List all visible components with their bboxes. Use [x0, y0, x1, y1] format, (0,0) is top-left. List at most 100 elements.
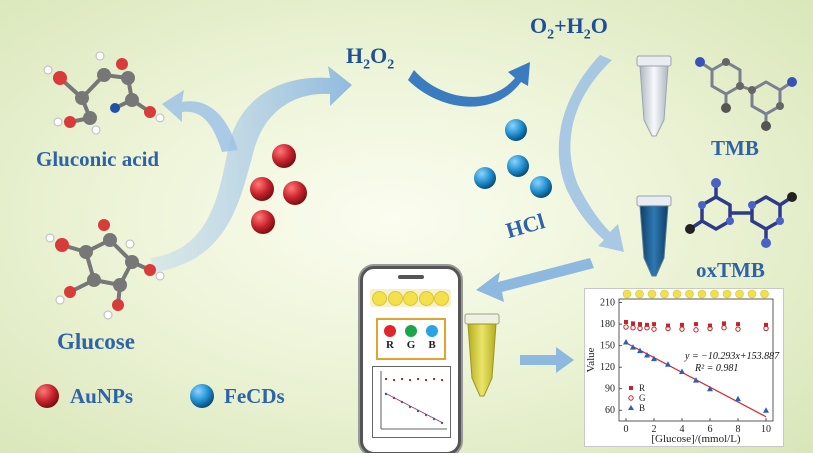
legend-label: G [639, 393, 646, 403]
rgb-label-r: R [386, 339, 394, 351]
phone-color-strip [370, 289, 451, 307]
glucose-label: Glucose [57, 329, 135, 354]
data-point-b [651, 355, 657, 362]
chart-color-spot [722, 289, 732, 299]
fit-equation: y = −10.293x+153.887 [684, 351, 780, 362]
data-point-g [644, 325, 650, 331]
chart-color-spot [672, 289, 682, 299]
legend-marker-r [629, 386, 633, 390]
x-tick-label: 4 [680, 424, 685, 435]
chart-color-spot [747, 289, 757, 299]
data-point-g [665, 325, 671, 332]
x-tick-label: 0 [624, 424, 629, 435]
chart-color-spot [660, 289, 669, 299]
oxtmb-tube [636, 195, 672, 277]
legend-fecd-icon [190, 384, 214, 408]
x-tick-label: 8 [736, 424, 741, 435]
y-tick-label: 90 [605, 384, 615, 395]
chart-color-spot [622, 289, 632, 299]
data-point-b [665, 361, 671, 367]
gluconic-acid-molecule [43, 51, 165, 135]
legend-aunp-icon [35, 384, 59, 408]
chart-color-spot [710, 289, 719, 299]
chart-color-spot [760, 289, 769, 299]
aunp-particle [283, 181, 307, 205]
fit-r-squared: R² = 0.981 [694, 363, 738, 374]
legend-label: B [639, 403, 645, 413]
x-axis-label: [Glucose]/(mmol/L) [651, 433, 741, 445]
data-point-b [763, 407, 769, 413]
yellow-spot [434, 290, 449, 306]
data-point-g [637, 325, 643, 332]
x-tick-label: 10 [761, 424, 771, 435]
data-point-r [694, 322, 698, 327]
data-point-r [666, 323, 670, 328]
data-point-b [707, 385, 713, 392]
data-point-b [637, 347, 643, 354]
fecd-particle [474, 167, 496, 189]
yellow-tube [464, 313, 500, 397]
phone-mini-plot [372, 366, 451, 438]
data-point-r [645, 322, 649, 327]
data-point-r [638, 322, 642, 327]
legend-marker-b [628, 405, 634, 410]
data-point-g [707, 325, 713, 332]
data-point-r [652, 322, 656, 327]
y-tick-label: 120 [600, 362, 615, 373]
data-point-g [679, 326, 685, 332]
yellow-spot [387, 290, 403, 306]
data-point-r [708, 323, 712, 328]
data-point-b [623, 339, 629, 345]
data-point-g [651, 326, 657, 332]
arrow-glucose-to-h2o2 [150, 66, 352, 272]
data-point-g [630, 325, 636, 331]
red-dot [384, 325, 396, 337]
rgb-panel: R G B [376, 318, 446, 360]
arrow-h2o2-to-o2 [408, 62, 530, 107]
data-point-r [631, 321, 635, 326]
arrow-tmb-to-oxtmb [558, 55, 624, 252]
calibration-chart: 60 90 120 150 180 210 0 2 4 6 8 10 [Glucose]/(mmol/L… [584, 288, 784, 447]
chart-color-spot [647, 289, 657, 299]
legend-fecds-label: FeCDs [224, 384, 285, 408]
fecd-particle [505, 119, 527, 141]
data-point-b [630, 344, 636, 350]
chart-color-spot [635, 289, 644, 299]
y-tick-label: 150 [600, 341, 615, 352]
oxtmb-label: oxTMB [696, 258, 765, 282]
legend-label: R [639, 383, 645, 393]
yellow-spot [418, 290, 434, 306]
data-point-g [623, 324, 629, 330]
y-axis-label: Value [585, 347, 597, 372]
legend-marker-g [628, 395, 634, 401]
y-tick-label: 210 [600, 298, 615, 309]
aunp-particle [272, 144, 296, 168]
gluconic-acid-label: Gluconic acid [36, 147, 160, 171]
data-point-g [735, 326, 741, 332]
y-tick-label: 180 [600, 319, 615, 330]
data-point-b [735, 395, 741, 402]
data-point-g [721, 325, 727, 331]
y-tick-label: 60 [605, 405, 615, 416]
arrow-tube-to-chart [520, 347, 574, 373]
chart-svg: 60 90 120 150 180 210 0 2 4 6 8 10 [Glucose]/(mmol/L… [585, 289, 780, 445]
data-point-r [764, 322, 768, 327]
phone-speaker [398, 275, 424, 279]
fecd-particle [530, 176, 552, 198]
tmb-tube [636, 55, 672, 137]
x-tick-label: 6 [708, 424, 713, 435]
o2-h2o-label: O2+H2O [530, 13, 608, 43]
x-tick-label: 2 [652, 424, 657, 435]
chart-color-spot [697, 289, 707, 299]
legend-aunps-label: AuNPs [70, 384, 134, 408]
smartphone: R G B [360, 266, 461, 453]
tmb-label: TMB [711, 136, 759, 160]
rgb-label-g: G [406, 339, 416, 351]
data-point-g [763, 325, 769, 332]
data-point-r [722, 321, 726, 326]
h2o2-label: H2O2 [346, 43, 395, 73]
chart-color-spot [735, 289, 744, 299]
tmb-molecule [695, 57, 797, 131]
data-point-b [693, 377, 699, 383]
